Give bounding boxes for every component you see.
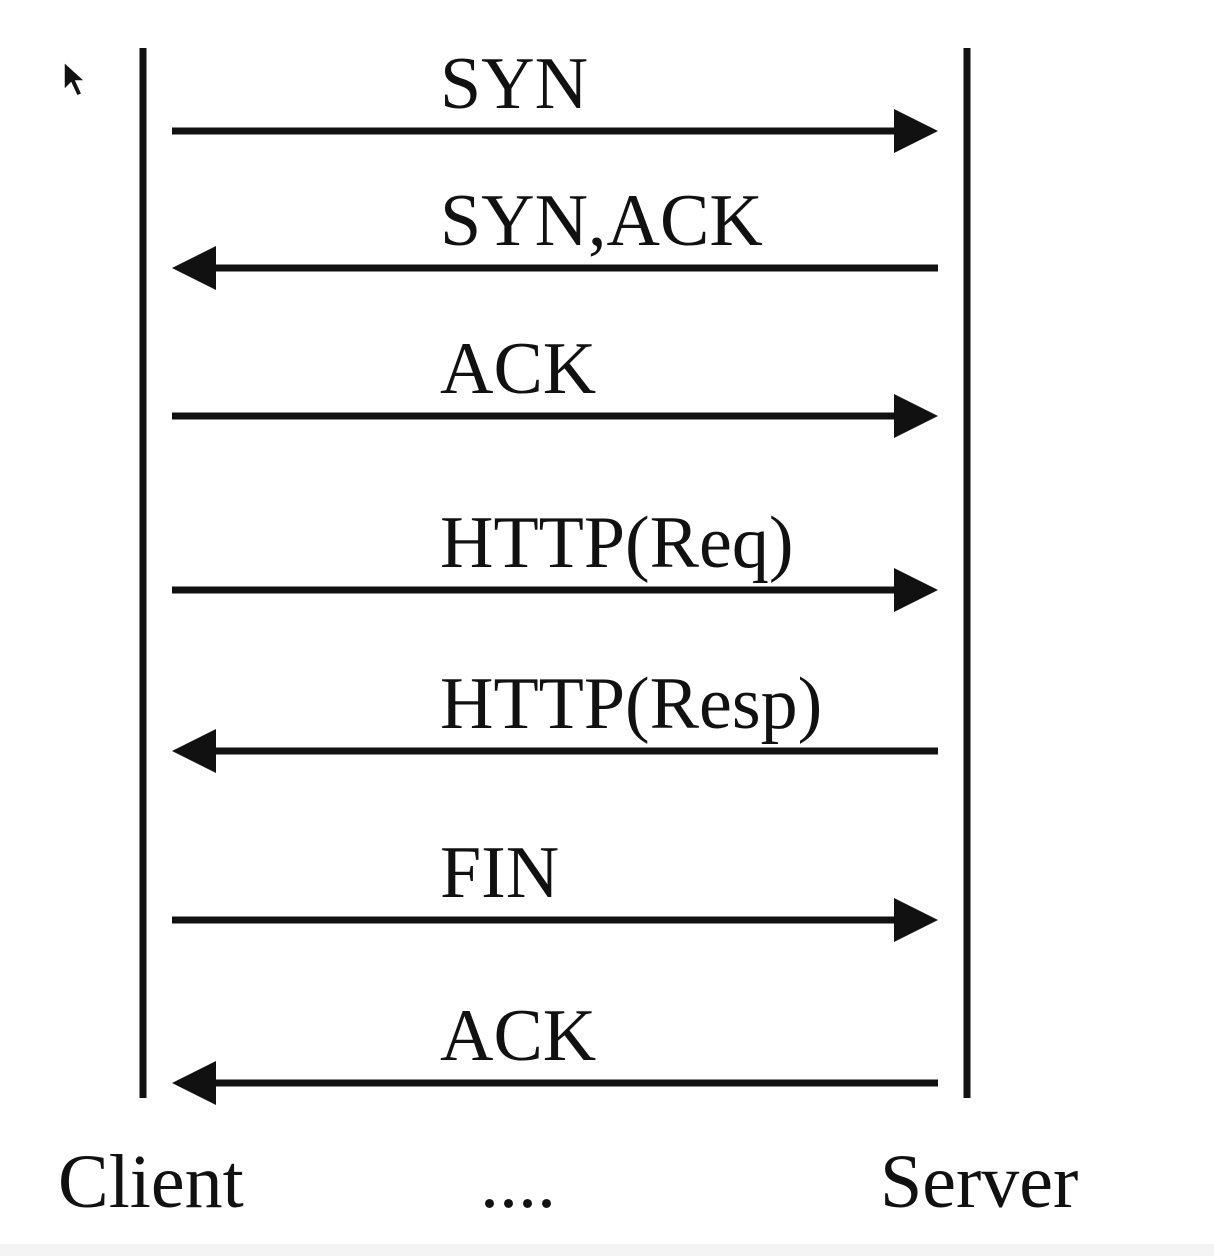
- message-label: SYN,ACK: [440, 180, 763, 262]
- mouse-pointer-icon: [63, 60, 87, 97]
- message-arrow: FIN: [172, 832, 938, 942]
- message-label: ACK: [440, 328, 596, 410]
- ellipsis-label: ....: [480, 1140, 556, 1224]
- message-label: HTTP(Resp): [440, 663, 822, 745]
- bottom-strip: [0, 1244, 1214, 1256]
- arrow-right-icon: [894, 394, 938, 438]
- arrow-right-icon: [894, 568, 938, 612]
- message-label: HTTP(Req): [440, 502, 794, 584]
- message-arrow: ACK: [172, 995, 938, 1105]
- message-label: ACK: [440, 995, 596, 1077]
- arrow-left-icon: [172, 1061, 216, 1105]
- message-arrow: ACK: [172, 328, 938, 438]
- messages-layer: SYN SYN,ACK ACK HTTP(Req) HTTP(Resp) FIN ACK: [172, 43, 938, 1105]
- message-arrow: SYN: [172, 43, 938, 153]
- arrow-left-icon: [172, 246, 216, 290]
- message-label: FIN: [440, 832, 559, 914]
- arrow-left-icon: [172, 729, 216, 773]
- arrow-right-icon: [894, 898, 938, 942]
- message-label: SYN: [440, 43, 588, 125]
- message-arrow: SYN,ACK: [172, 180, 938, 290]
- message-arrow: HTTP(Req): [172, 502, 938, 612]
- message-arrow: HTTP(Resp): [172, 663, 938, 773]
- client-label: Client: [58, 1140, 244, 1224]
- server-label: Server: [880, 1140, 1078, 1224]
- arrow-right-icon: [894, 109, 938, 153]
